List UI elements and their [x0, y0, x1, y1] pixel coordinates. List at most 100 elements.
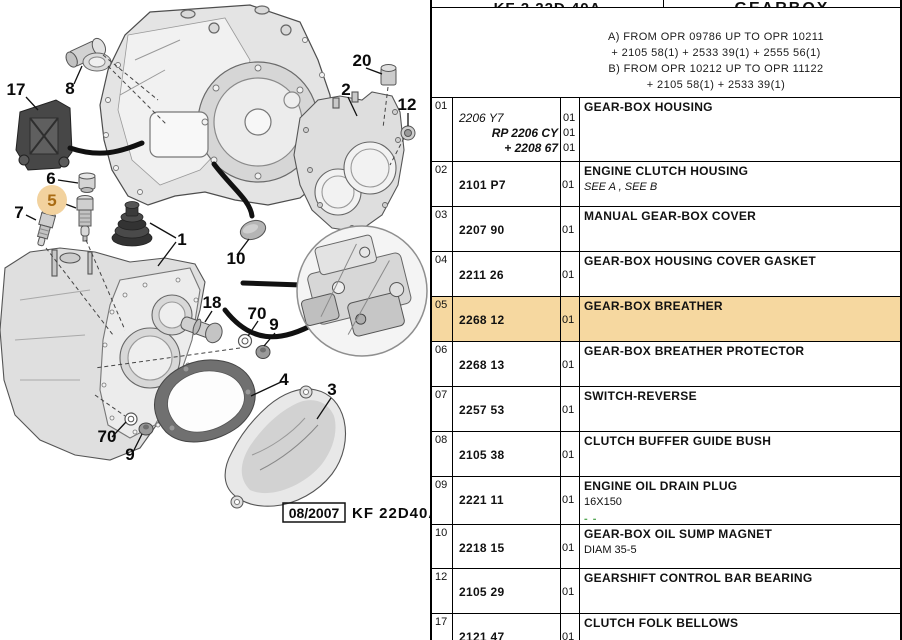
- cover-gasket-drawing: [154, 359, 256, 443]
- callout-18[interactable]: 18: [203, 293, 222, 312]
- desc-cell: GEARSHIFT CONTROL BAR BEARING: [584, 571, 813, 585]
- applicability-info: A) FROM OPR 09786 UP TO OPR 10211 + 2105…: [432, 8, 900, 98]
- part-cell: 2105 29: [453, 569, 561, 613]
- nut-drawing: [400, 125, 416, 141]
- washer-70-lower-drawing: [124, 412, 138, 426]
- desc-cell: GEAR-BOX HOUSING COVER GASKET: [584, 254, 817, 268]
- part-cell: 2268 13: [453, 342, 561, 386]
- desc-cell: GEAR-BOX BREATHER: [584, 299, 723, 313]
- ref-cell: 17: [432, 614, 453, 640]
- ref-cell: 01: [432, 98, 453, 161]
- qty-cell: 01: [561, 525, 580, 568]
- desc-cell: SWITCH-REVERSE: [584, 389, 697, 403]
- table-row[interactable]: 04 2211 26 01 GEAR-BOX HOUSING COVER GAS…: [432, 252, 900, 297]
- part-cell: 2221 11: [453, 477, 561, 524]
- callout-3[interactable]: 3: [327, 380, 336, 399]
- table-row[interactable]: 01 2206 Y7 RP 2206 CY + 2208 67 01 01 01…: [432, 98, 900, 162]
- bush-9-lower-drawing: [138, 422, 154, 436]
- callout-12[interactable]: 12: [398, 95, 417, 114]
- gearbox-housing-drawing: [99, 4, 336, 206]
- ref-cell: 02: [432, 162, 453, 206]
- ref-cell: 03: [432, 207, 453, 251]
- table-row[interactable]: 17 2121 47 01 CLUTCH FOLK BELLOWS: [432, 614, 900, 640]
- ref-cell: 07: [432, 387, 453, 431]
- qty-cell: 01: [561, 387, 580, 431]
- ref-cell: 12: [432, 569, 453, 613]
- desc-cell: MANUAL GEAR-BOX COVER: [584, 209, 757, 223]
- part-cell: 2218 15: [453, 525, 561, 568]
- table-row[interactable]: 08 2105 38 01 CLUTCH BUFFER GUIDE BUSH: [432, 432, 900, 477]
- table-row[interactable]: 06 2268 13 01 GEAR-BOX BREATHER PROTECTO…: [432, 342, 900, 387]
- control-pin-drawing: [180, 316, 223, 344]
- part-cell: 2207 90: [453, 207, 561, 251]
- mount-bracket-drawing: [15, 99, 73, 171]
- table-row[interactable]: 03 2207 90 01 MANUAL GEAR-BOX COVER: [432, 207, 900, 252]
- part-cell: 2206 Y7 RP 2206 CY + 2208 67: [453, 98, 561, 161]
- ref-cell: 04: [432, 252, 453, 296]
- callout-leaders: [25, 65, 409, 453]
- callout-5[interactable]: 5: [47, 191, 56, 210]
- footer-date-box: [282, 502, 346, 523]
- ref-cell: 08: [432, 432, 453, 476]
- switch-7-drawing: [36, 210, 56, 247]
- exploded-diagram-panel: 17 8 20 2 12 6 5 7 1 10 18 70 9 4 3 70 9…: [0, 0, 439, 640]
- qty-cell: 01: [561, 207, 580, 251]
- callout-9-lower[interactable]: 9: [125, 445, 134, 464]
- guide-bush-drawing: [65, 37, 107, 68]
- part-cell: 2257 53: [453, 387, 561, 431]
- info-line: A) FROM OPR 09786 UP TO OPR 10211: [608, 31, 824, 43]
- gearshift-boot-drawing: [111, 201, 153, 247]
- info-line: + 2105 58(1) + 2533 39(1): [646, 79, 786, 91]
- callout-4[interactable]: 4: [279, 370, 289, 389]
- footer-date: 08/2007: [289, 505, 340, 521]
- table-row[interactable]: 10 2218 15 01 GEAR-BOX OIL SUMP MAGNET D…: [432, 525, 900, 569]
- callout-17[interactable]: 17: [7, 80, 26, 99]
- callout-9-upper[interactable]: 9: [269, 315, 278, 334]
- blanking-disc-drawing: [239, 219, 267, 241]
- header-section-title: GEARBOX: [664, 0, 900, 7]
- callout-10[interactable]: 10: [227, 249, 246, 268]
- desc-cell: GEAR-BOX BREATHER PROTECTOR: [584, 344, 805, 358]
- qty-cell: 01 01 01: [561, 98, 580, 161]
- ref-cell: 06: [432, 342, 453, 386]
- ref-cell: 09: [432, 477, 453, 524]
- callout-1[interactable]: 1: [177, 230, 186, 249]
- table-row[interactable]: 12 2105 29 01 GEARSHIFT CONTROL BAR BEAR…: [432, 569, 900, 614]
- qty-cell: 01: [561, 162, 580, 206]
- table-row[interactable]: 09 2221 11 01 ENGINE OIL DRAIN PLUG 16X1…: [432, 477, 900, 525]
- desc-cell: GEAR-BOX HOUSING: [584, 100, 713, 114]
- part-cell: 2211 26: [453, 252, 561, 296]
- gearbox-cover-drawing: [224, 385, 347, 509]
- table-row[interactable]: 07 2257 53 01 SWITCH-REVERSE: [432, 387, 900, 432]
- clutch-housing-plate-drawing: [293, 91, 405, 233]
- table-row[interactable]: 02 2101 P7 01 ENGINE CLUTCH HOUSING SEE …: [432, 162, 900, 207]
- assembly-dashed-lines: [45, 54, 405, 417]
- callout-5-highlight: [37, 185, 67, 215]
- inset-detail-circle: [296, 225, 428, 357]
- qty-cell: 01: [561, 297, 580, 341]
- part-cell: 2121 47: [453, 614, 561, 640]
- desc-cell: CLUTCH BUFFER GUIDE BUSH: [584, 434, 772, 448]
- callout-6[interactable]: 6: [46, 169, 55, 188]
- reverse-switch-drawing: [76, 195, 94, 242]
- callout-2[interactable]: 2: [341, 80, 350, 99]
- callout-7[interactable]: 7: [14, 203, 23, 222]
- callout-8[interactable]: 8: [65, 79, 74, 98]
- part-cell: 2105 38: [453, 432, 561, 476]
- part-cell: 2268 12: [453, 297, 561, 341]
- gearbox-diagram: 17 8 20 2 12 6 5 7 1 10 18 70 9 4 3 70 9…: [0, 4, 439, 523]
- callout-20[interactable]: 20: [353, 51, 372, 70]
- ref-cell: 05: [432, 297, 453, 341]
- desc-cell: ENGINE CLUTCH HOUSING SEE A , SEE B: [584, 164, 749, 193]
- table-header: KF 2 22D 40A GEARBOX: [432, 0, 900, 8]
- guide-bush-flange-hole: [88, 56, 106, 68]
- callout-70-upper[interactable]: 70: [248, 304, 267, 323]
- breather-part-drawing: [78, 172, 96, 193]
- callout-70-lower[interactable]: 70: [98, 427, 117, 446]
- part-cell: 2101 P7: [453, 162, 561, 206]
- qty-cell: 01: [561, 569, 580, 613]
- table-row-selected[interactable]: 05 2268 12 01 GEAR-BOX BREATHER: [432, 297, 900, 342]
- info-line: + 2105 58(1) + 2533 39(1) + 2555 56(1): [611, 47, 821, 59]
